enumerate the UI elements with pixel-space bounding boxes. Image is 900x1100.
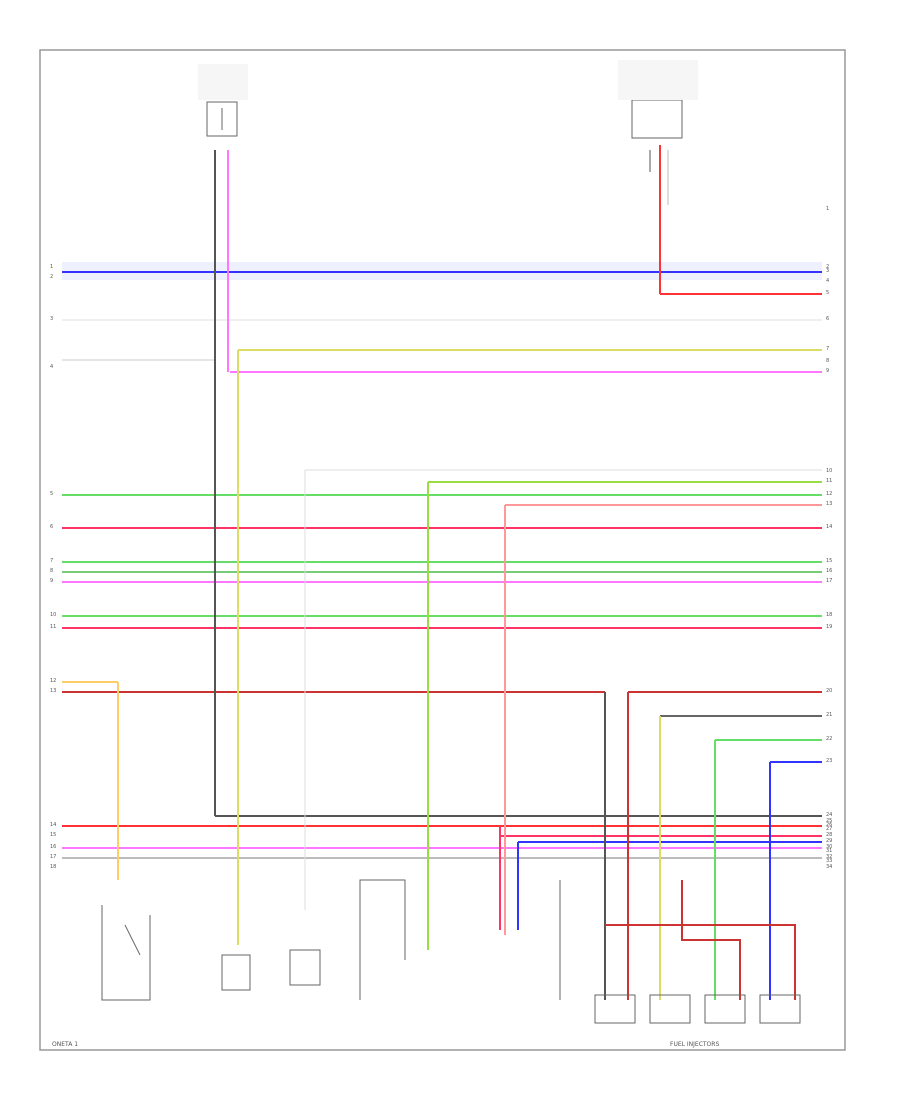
right-pin-number: 8	[826, 358, 829, 364]
right-pin-number: 29	[826, 838, 832, 844]
component-top-left	[198, 64, 248, 137]
left-pin-number: 6	[50, 524, 53, 530]
footer-right-label: FUEL INJECTORS	[670, 1041, 719, 1048]
right-pin-column: 1234567891011121314151617181920212223242…	[826, 206, 832, 870]
left-pin-number: 4	[50, 364, 53, 370]
right-pin-number: 20	[826, 688, 832, 694]
left-pin-number: 15	[50, 832, 56, 838]
right-pin-number: 18	[826, 612, 832, 618]
vertical-wires	[117, 145, 771, 1000]
right-pin-number: 24	[826, 812, 832, 818]
right-pin-number: 34	[826, 864, 832, 870]
left-pin-number: 11	[50, 624, 56, 630]
right-pin-number: 13	[826, 501, 832, 507]
right-pin-number: 16	[826, 568, 832, 574]
right-pin-number: 21	[826, 712, 832, 718]
right-pin-number: 22	[826, 736, 832, 742]
left-pin-number: 2	[50, 274, 53, 280]
right-pin-number: 25	[826, 818, 832, 824]
right-pin-number: 11	[826, 478, 832, 484]
footer-left-label: ONETA 1	[52, 1041, 78, 1048]
left-pin-number: 13	[50, 688, 56, 694]
right-pin-number: 15	[826, 558, 832, 564]
right-pin-number: 10	[826, 468, 832, 474]
right-pin-number: 31	[826, 848, 832, 854]
component-top-right	[618, 60, 698, 139]
horizontal-wires	[62, 271, 822, 859]
right-pin-number: 30	[826, 844, 832, 850]
left-pin-number: 3	[50, 316, 53, 322]
right-pin-number: 33	[826, 858, 832, 864]
right-pin-number: 17	[826, 578, 832, 584]
injector-bus	[605, 880, 796, 1000]
right-pin-number: 3	[826, 268, 829, 274]
right-pin-number: 12	[826, 491, 832, 497]
left-pin-number: 5	[50, 491, 53, 497]
left-pin-number: 16	[50, 844, 56, 850]
right-pin-number: 32	[826, 854, 832, 860]
left-pin-number: 8	[50, 568, 53, 574]
left-pin-number: 10	[50, 612, 56, 618]
diagram-frame	[39, 49, 846, 1051]
right-pin-number: 2	[826, 264, 829, 270]
right-pin-number: 26	[826, 822, 832, 828]
left-pin-number: 18	[50, 864, 56, 870]
right-pin-number: 14	[826, 524, 832, 530]
right-pin-number: 9	[826, 368, 829, 374]
left-pin-number: 9	[50, 578, 53, 584]
left-pin-number: 14	[50, 822, 56, 828]
bottom-components	[101, 879, 801, 1024]
right-pin-number: 23	[826, 758, 832, 764]
right-pin-number: 5	[826, 290, 829, 296]
right-pin-number: 1	[826, 206, 829, 212]
left-pin-number: 1	[50, 264, 53, 270]
right-pin-number: 28	[826, 832, 832, 838]
right-pin-number: 4	[826, 278, 829, 284]
left-pin-number: 12	[50, 678, 56, 684]
left-pin-number: 7	[50, 558, 53, 564]
right-pin-number: 27	[826, 826, 832, 832]
right-pin-number: 19	[826, 624, 832, 630]
left-pin-number: 17	[50, 854, 56, 860]
right-pin-number: 7	[826, 346, 829, 352]
right-pin-number: 6	[826, 316, 829, 322]
